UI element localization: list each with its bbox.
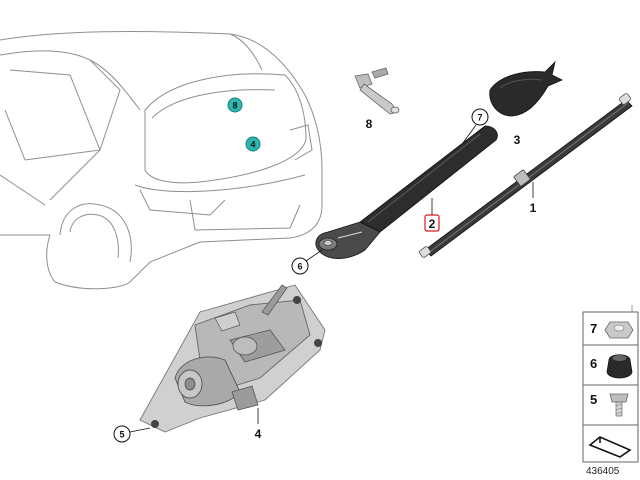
car-marker-bottom: 4 <box>245 136 261 152</box>
wiper-arm-label: 2 <box>429 217 436 231</box>
wiper-blade-part <box>419 93 633 258</box>
wiper-cap-part <box>489 60 563 117</box>
car-outline <box>0 31 323 290</box>
wiper-arm-part <box>315 125 498 259</box>
bushing-callout-label: 6 <box>297 262 302 272</box>
legend-panel: 7 6 5 <box>582 305 639 463</box>
washer-jet-part <box>354 67 400 115</box>
screw-callout: 5 <box>113 425 151 443</box>
wiper-motor-part <box>139 284 326 433</box>
wiper-arm-label-box: 2 <box>424 198 440 232</box>
legend-item-screw-label: 5 <box>590 392 597 407</box>
diagram-code: 436405 <box>586 466 620 477</box>
screw-callout-label: 5 <box>119 430 124 440</box>
washer-jet-label: 8 <box>366 117 373 131</box>
cap-nut-callout-label: 7 <box>477 113 482 123</box>
legend-item-bracket-icon <box>588 436 632 458</box>
wiper-blade-label: 1 <box>530 201 537 215</box>
legend-item-nut: 7 <box>590 321 634 339</box>
legend-item-screw: 5 <box>590 392 629 417</box>
car-marker-top: 8 <box>227 97 243 113</box>
car-marker-bottom-label: 4 <box>250 140 255 150</box>
legend-item-nut-label: 7 <box>590 321 597 336</box>
car-marker-top-label: 8 <box>232 101 237 111</box>
motor-label: 4 <box>255 427 262 441</box>
bushing-callout: 6 <box>291 249 323 275</box>
legend-item-bushing-label: 6 <box>590 356 597 371</box>
legend-item-bushing: 6 <box>590 354 633 379</box>
wiper-cap-label: 3 <box>514 133 521 147</box>
